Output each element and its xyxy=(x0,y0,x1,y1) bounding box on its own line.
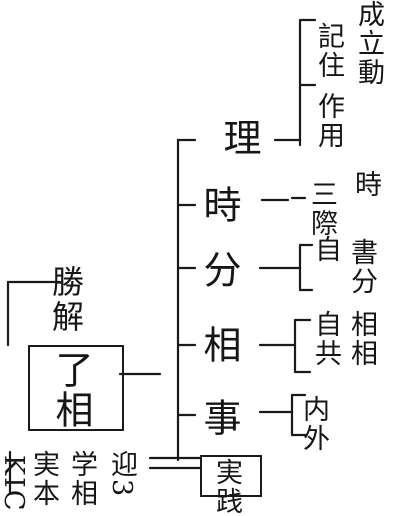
node-so: 相 xyxy=(197,325,241,365)
node-ri: 理 xyxy=(217,118,261,158)
leaf-sanji: 三際 xyxy=(306,180,337,238)
leaf-doki: 成立動 xyxy=(353,0,384,87)
sub-so xyxy=(258,318,312,374)
sub-bun xyxy=(258,243,314,292)
diagram-canvas: KIC 実本 学相 迎3 実践 了相 勝解 事 相 分 時 理 内外 自共 相相… xyxy=(0,0,384,516)
node-bun: 分 xyxy=(197,250,241,290)
upper-branch-text: 勝解 xyxy=(47,265,85,335)
node-ji: 事 xyxy=(197,398,241,438)
leaf-ki: 記住 xyxy=(313,22,344,80)
leaf-naigai: 内外 xyxy=(298,395,329,453)
leaf-jiko: 自共 xyxy=(310,310,341,368)
leaf-sho: 書分 xyxy=(346,238,377,296)
sub-ji xyxy=(258,393,307,437)
connector-lines xyxy=(6,18,317,495)
left-top-text: KIC xyxy=(0,455,29,513)
leaf-ji: 自 xyxy=(310,235,341,264)
left-col3-text: 迎3 xyxy=(106,450,137,499)
leaf-jikou: 相相 xyxy=(346,310,377,368)
left-col1-text: 実本 xyxy=(28,450,59,508)
leaf-nyo: 作用 xyxy=(313,92,344,150)
leaf-toshi: 時 xyxy=(350,170,381,199)
sub-ji2 xyxy=(260,196,307,202)
left-box-text: 実践 xyxy=(211,458,242,516)
center-box xyxy=(28,345,124,431)
center-box-text: 了相 xyxy=(49,350,93,430)
left-col2-text: 学相 xyxy=(66,450,97,508)
node-ji2: 時 xyxy=(197,185,241,225)
sub-ri xyxy=(273,18,317,147)
